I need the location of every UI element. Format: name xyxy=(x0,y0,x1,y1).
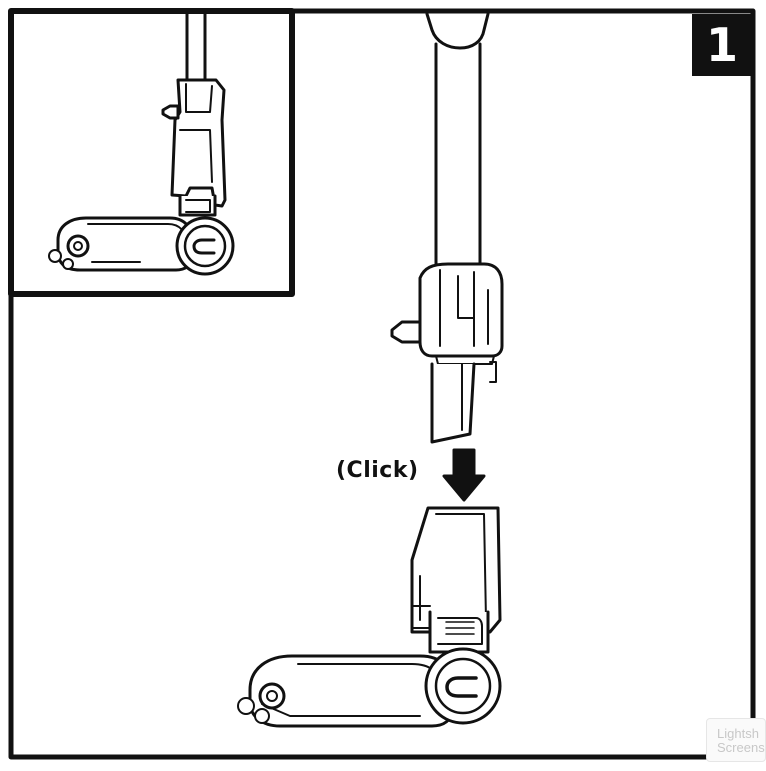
wand-upper xyxy=(390,12,504,444)
floor-head-base xyxy=(237,506,502,728)
watermark-badge: Lightsh Screensh xyxy=(706,718,766,762)
step-number-badge: 1 xyxy=(692,14,752,76)
inset-frame xyxy=(8,8,295,297)
click-label: (Click) xyxy=(336,458,419,483)
watermark-line-1: Lightsh xyxy=(717,726,759,741)
inset-assembled-vacuum xyxy=(48,12,235,276)
watermark-line-2: Screensh xyxy=(717,740,765,755)
insert-arrow xyxy=(442,448,486,502)
outer-frame xyxy=(8,8,756,760)
